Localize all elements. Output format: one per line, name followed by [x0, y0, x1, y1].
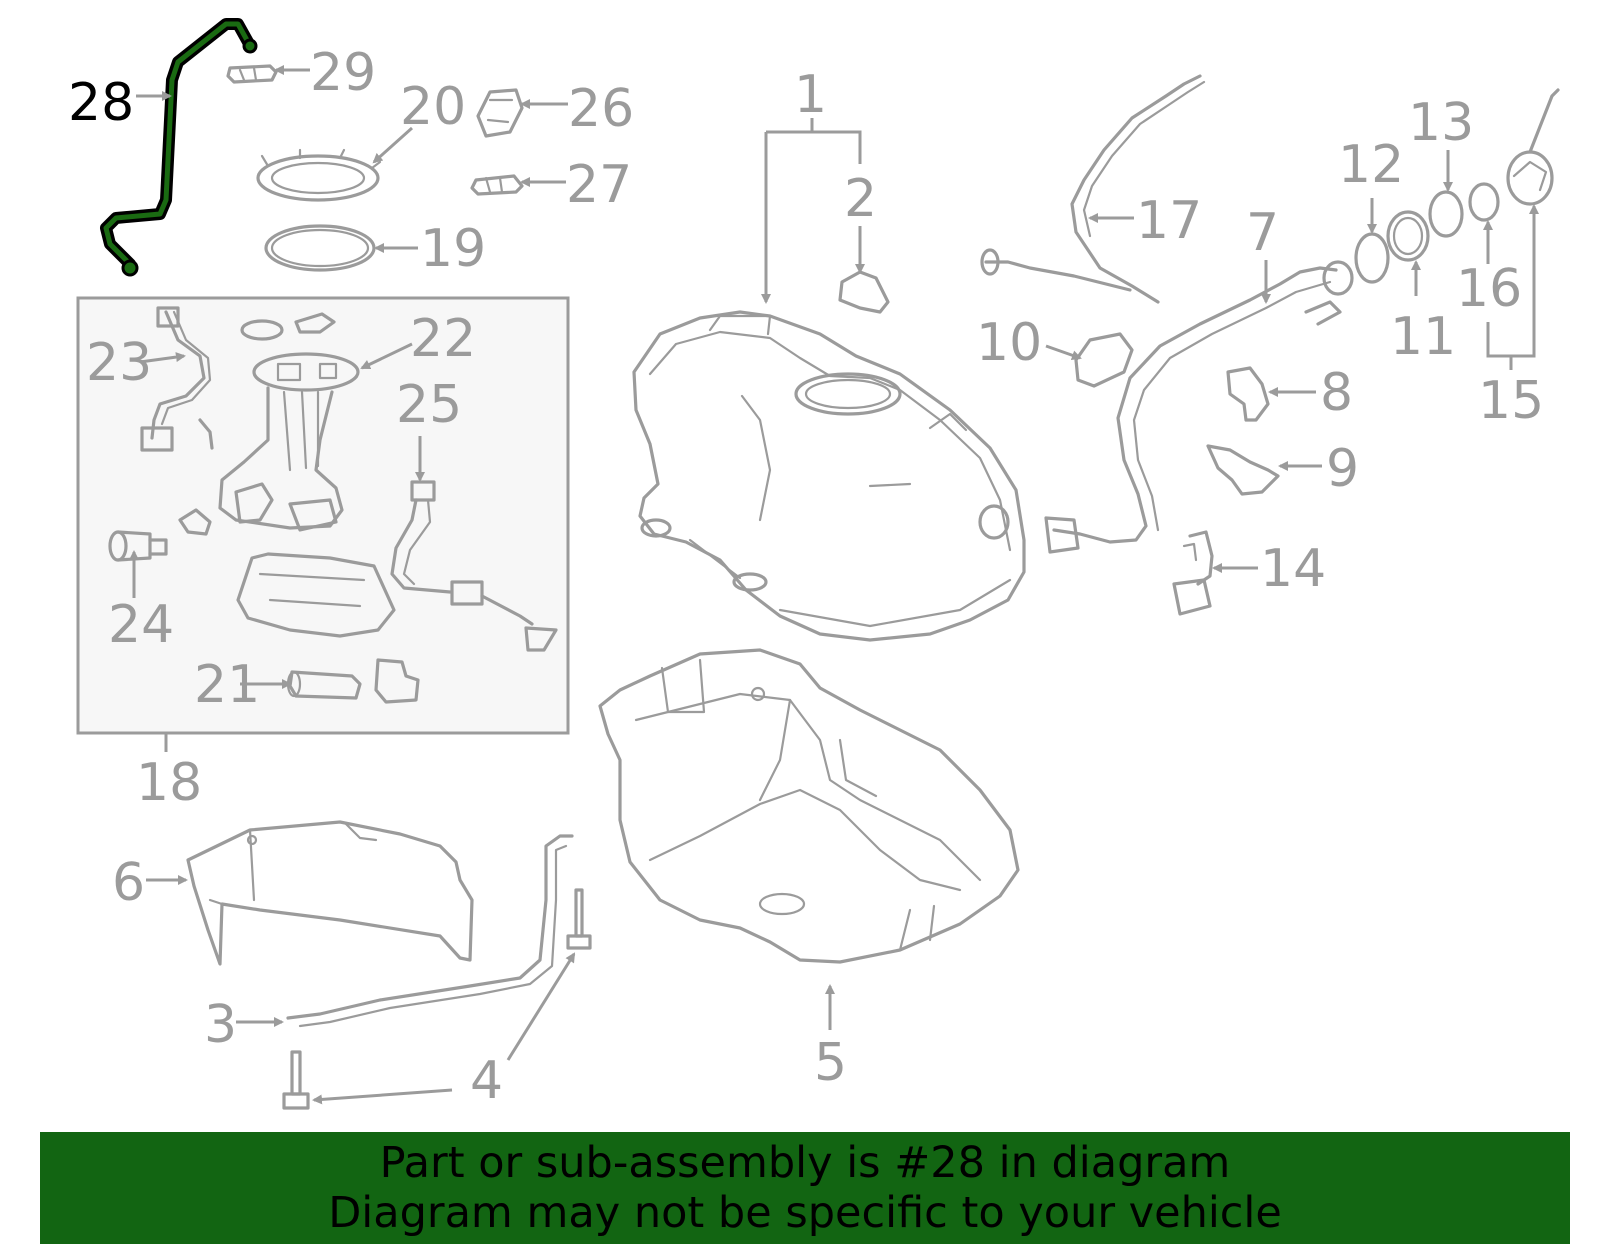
part-9-bracket[interactable] [1206, 444, 1280, 496]
callout-3[interactable]: 3 [204, 995, 237, 1055]
callout-1[interactable]: 1 [794, 65, 827, 125]
callout-13[interactable]: 13 [1408, 93, 1474, 153]
part-4-bolt-b[interactable] [282, 1050, 310, 1110]
part-13-ring[interactable] [1428, 190, 1464, 238]
part-8-bracket[interactable] [1226, 366, 1270, 422]
callout-17[interactable]: 17 [1136, 191, 1202, 251]
info-banner: Part or sub-assembly is #28 in diagram D… [40, 1132, 1570, 1244]
callout-6[interactable]: 6 [112, 853, 145, 913]
grommet [240, 319, 284, 341]
callout-22[interactable]: 22 [410, 309, 476, 369]
part-5-tank-shield[interactable] [598, 648, 1020, 964]
callout-20[interactable]: 20 [400, 77, 466, 137]
part-3-tank-strap[interactable] [286, 834, 574, 1028]
part-29-clip[interactable] [226, 64, 278, 84]
callout-21[interactable]: 21 [194, 655, 260, 715]
part-28-fuel-line[interactable] [100, 18, 258, 277]
fuel-pump-assembly-box [76, 296, 570, 735]
callout-10[interactable]: 10 [976, 313, 1042, 373]
callout-5[interactable]: 5 [814, 1033, 847, 1093]
callout-9[interactable]: 9 [1326, 439, 1359, 499]
part-23-wiring-harness[interactable] [140, 306, 214, 452]
callout-29[interactable]: 29 [310, 43, 376, 103]
part-4-bolt-a[interactable] [566, 888, 592, 950]
part-17-vent-tube[interactable] [980, 74, 1206, 304]
part-10-valve[interactable] [1074, 332, 1134, 388]
part-11-neck[interactable] [1386, 210, 1430, 262]
part-6-heat-shield[interactable] [186, 820, 474, 966]
banner-line-part: Part or sub-assembly is #28 in diagram [379, 1138, 1231, 1188]
part-16-ring[interactable] [1468, 182, 1500, 222]
part-12-ring[interactable] [1354, 232, 1390, 284]
callout-23[interactable]: 23 [86, 333, 152, 393]
banner-line-disclaimer: Diagram may not be specific to your vehi… [328, 1188, 1282, 1238]
part-26-bracket[interactable] [476, 88, 524, 138]
callout-26[interactable]: 26 [568, 79, 634, 139]
part-14-connector[interactable] [1172, 530, 1214, 616]
callout-15[interactable]: 15 [1478, 371, 1544, 431]
clip [178, 508, 212, 536]
part-20-lock-ring[interactable] [256, 148, 382, 202]
part-1-fuel-tank[interactable] [632, 310, 1026, 642]
callout-12[interactable]: 12 [1338, 135, 1404, 195]
callout-7[interactable]: 7 [1246, 203, 1279, 263]
callout-24[interactable]: 24 [108, 595, 174, 655]
callout-11[interactable]: 11 [1390, 307, 1456, 367]
pump-reservoir [236, 552, 396, 638]
callout-25[interactable]: 25 [396, 375, 462, 435]
part-25-sender-harness[interactable] [390, 480, 558, 652]
part-27-clip[interactable] [470, 174, 524, 196]
leader-1-2 [766, 130, 862, 164]
callout-27[interactable]: 27 [566, 155, 632, 215]
part-19-gasket-inner [270, 228, 370, 268]
callout-28[interactable]: 28 [68, 73, 134, 133]
callout-19[interactable]: 19 [420, 219, 486, 279]
callout-2[interactable]: 2 [844, 169, 877, 229]
filter [374, 658, 420, 704]
part-15-fuel-cap[interactable] [1506, 88, 1560, 206]
part-22-fuel-pump-module[interactable] [218, 352, 360, 532]
callout-14[interactable]: 14 [1260, 539, 1326, 599]
part-19-gasket[interactable] [264, 224, 376, 272]
part-7-filler-pipe[interactable] [1044, 260, 1354, 554]
fitting [294, 312, 336, 334]
callout-8[interactable]: 8 [1320, 363, 1353, 423]
callout-4[interactable]: 4 [470, 1051, 503, 1111]
callout-18[interactable]: 18 [136, 753, 202, 813]
callout-16[interactable]: 16 [1456, 259, 1522, 319]
part-2-insulator[interactable] [838, 270, 890, 314]
